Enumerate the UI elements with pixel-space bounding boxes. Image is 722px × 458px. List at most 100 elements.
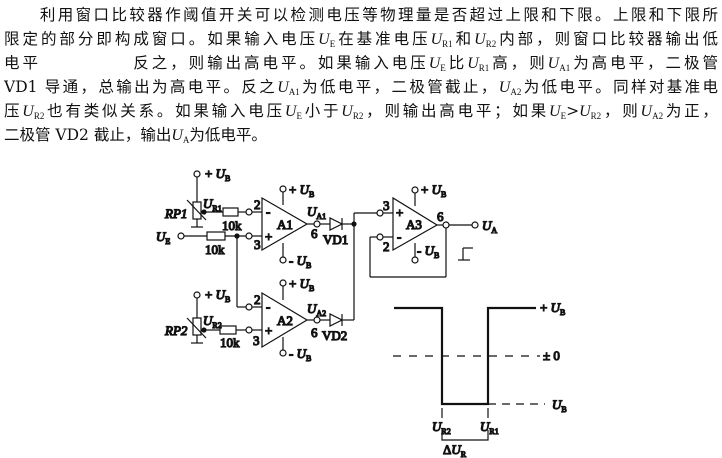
circuit-label: ΔUR (443, 442, 467, 458)
variable-symbol: U (277, 79, 289, 96)
circuit-label: B (306, 261, 311, 270)
variable-subscript: A2 (510, 87, 522, 97)
text-segment: 高，则 (489, 54, 548, 72)
text-segment: 为低电平。同样对基准电 (521, 78, 718, 96)
circuit-label: + (421, 182, 432, 197)
circuit-label: U (307, 301, 318, 316)
circuit-label: VD2 (322, 328, 347, 343)
circuit-label: U (300, 182, 311, 197)
text-line: VD1 导通，总输出为高电平。反之UA1为低电平，二极管截止，UA2为低电平。同… (4, 75, 718, 99)
circuit-label: U (552, 397, 563, 412)
circuit-label: UA2 (307, 301, 326, 318)
circuit-label: U (300, 276, 311, 291)
variable-symbol: U (341, 103, 353, 120)
variable-symbol: U (318, 31, 330, 48)
text-segment: 小于 (301, 102, 342, 120)
circuit-label: - (397, 229, 401, 244)
circuit-label: U (156, 229, 167, 244)
circuit-label: B (434, 251, 439, 260)
text-segment: 压 (4, 102, 23, 120)
text-segment: VD1 导通，总输出为高电平。反之 (4, 78, 278, 96)
circuit-label: UR1 (203, 196, 222, 213)
variable-subscript: A2 (652, 111, 664, 121)
variable: UA2 (641, 102, 664, 121)
circuit-label: B (561, 405, 566, 414)
variable: UR2 (579, 102, 601, 121)
variable-subscript: A1 (288, 87, 300, 97)
circuit-label: U (451, 442, 462, 457)
text-segment: ，则输出高电平；如果 (363, 102, 550, 120)
circuit-label: VD1 (323, 232, 348, 247)
circuit-label: A (491, 226, 497, 235)
circuit-label: + UB (540, 300, 565, 317)
opamp-a1 (261, 196, 309, 252)
circuit-label: - (289, 253, 297, 268)
text-segment: 也有类似关系。如果输入电压 (44, 102, 285, 120)
variable-subscript: E (329, 39, 336, 49)
variable: UR1 (430, 30, 453, 49)
circuit-label: + (289, 182, 300, 197)
text-line: 电平 反之，则输出高电平。如果输入电压UE比UR1高，则UA1为高电平，二极管 (4, 51, 718, 75)
circuit-label: U (551, 300, 562, 315)
variable-symbol: U (430, 31, 443, 48)
circuit-label: - UB (289, 346, 311, 363)
circuit-label: - UB (417, 243, 439, 260)
variable: UA1 (277, 78, 300, 97)
circuit-label: U (480, 419, 491, 434)
variable: UR1 (467, 54, 489, 73)
variable-subscript: R2 (33, 111, 45, 121)
circuit-label: - UB (289, 253, 311, 270)
circuit-label: B (441, 190, 446, 199)
variable: UR2 (474, 30, 496, 49)
variable: UA2 (499, 78, 522, 97)
variable-symbol: U (549, 103, 561, 120)
ue-input-terminal (177, 232, 185, 240)
circuit-label: B (225, 295, 230, 304)
circuit-label: + (289, 276, 300, 291)
circuit-label: E (165, 237, 170, 246)
circuit-label: UA1 (307, 204, 326, 221)
circuit-label: U (482, 218, 493, 233)
circuit-label: R2 (441, 427, 450, 436)
circuit-label: B (309, 190, 314, 199)
text-segment: 为低电平，二极管截止， (299, 78, 499, 96)
variable-symbol: U (547, 55, 560, 72)
circuit-label: A1 (277, 217, 293, 232)
text-segment: 内部，则窗口比较器输出低 (496, 30, 718, 48)
circuit-label: + (205, 166, 216, 181)
text-segment: 电平 反之，则输出高电平。如果输入电压 (4, 54, 429, 72)
text-segment: 为正， (663, 102, 718, 120)
circuit-label: + UB (205, 287, 230, 304)
opamp-a3 (392, 196, 439, 252)
variable: UR2 (341, 102, 363, 121)
circuit-label: + UB (289, 276, 314, 293)
circuit-label: A2 (277, 313, 293, 328)
ground-icon (458, 247, 473, 261)
circuit-label: - (266, 299, 270, 314)
circuit-label: 10k (205, 242, 225, 257)
text-line: 压UR2也有类似关系。如果输入电压UE小于UR2，则输出高电平；如果UE>UR2… (4, 99, 718, 123)
circuit-label: 3 (253, 333, 260, 348)
variable-symbol: U (428, 55, 441, 72)
circuit-label: - (266, 204, 270, 219)
text-segment: 和 (452, 30, 475, 48)
circuit-label: 6 (437, 209, 444, 224)
text-line: 利用窗口比较器作阈值开关可以检测电压等物理量是否超过上限和下限。上限和下限所 (4, 3, 718, 27)
variable-symbol: U (579, 103, 591, 120)
circuit-label: + (396, 205, 403, 220)
variable-symbol: U (467, 55, 479, 72)
circuit-label: UR2 (432, 419, 451, 436)
resistor-10k-ref2 (219, 325, 237, 335)
circuit-label: 6 (311, 325, 318, 340)
variable-subscript: E (560, 111, 567, 121)
ua-output-terminal (471, 221, 479, 229)
resistor-10k-ue (206, 231, 226, 241)
circuit-label: 6 (311, 226, 318, 241)
circuit-label: R1 (489, 427, 498, 436)
variable: UE (549, 102, 567, 121)
circuit-label: + UB (205, 166, 230, 183)
circuit-label: + (265, 229, 272, 244)
circuit-label: U (432, 182, 443, 197)
text-segment: 利用窗口比较器作阈值开关可以检测电压等物理量是否超过上限和下限。上限和下限所 (4, 6, 718, 24)
